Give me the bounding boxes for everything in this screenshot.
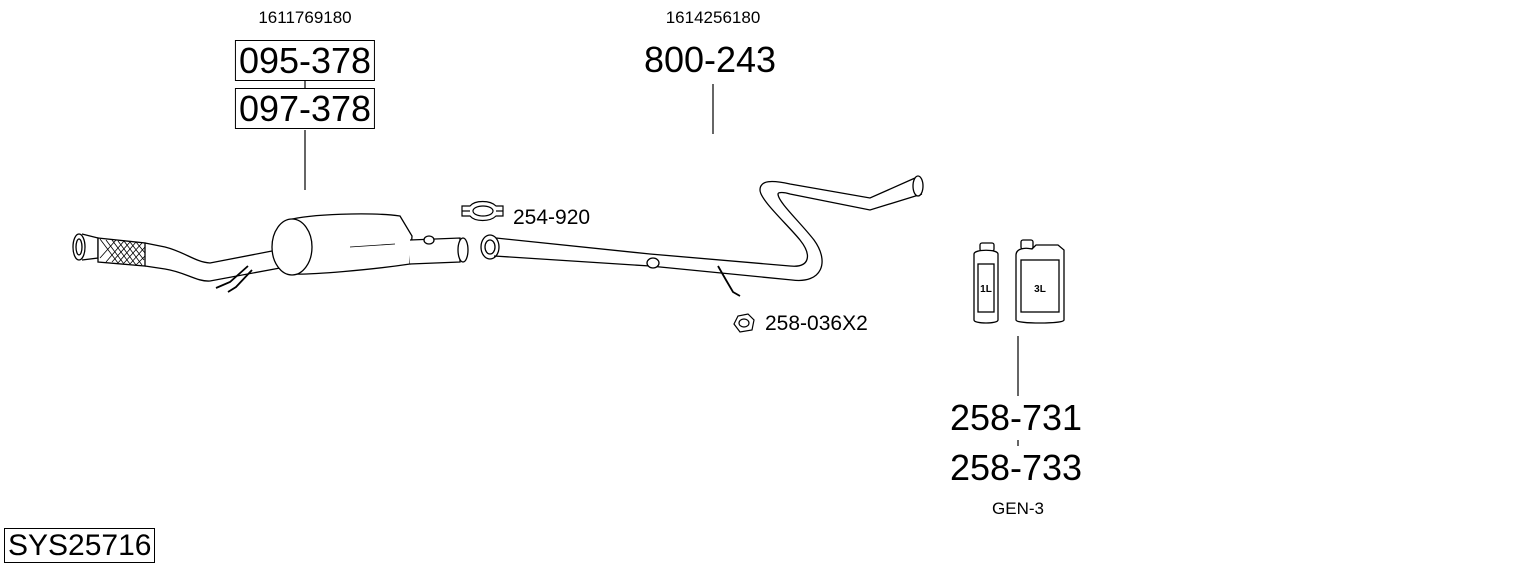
fluid-container-3l-icon bbox=[1015, 239, 1065, 324]
part-number-dpf-a: 095-378 bbox=[234, 40, 376, 81]
oem-ref-middle-pipe: 1614256180 bbox=[665, 8, 761, 27]
container-3l-label: 3L bbox=[1034, 284, 1046, 295]
part-number-dpf-b: 097-378 bbox=[234, 88, 376, 129]
nut-icon bbox=[733, 313, 755, 333]
system-id: SYS25716 bbox=[4, 528, 156, 563]
part-number-clamp: 254-920 bbox=[513, 206, 591, 229]
part-number-fluid-a: 258-731 bbox=[949, 397, 1083, 438]
clamp-icon bbox=[461, 200, 504, 222]
container-1l-label: 1L bbox=[980, 284, 992, 295]
part-number-middle-pipe: 800-243 bbox=[643, 39, 777, 80]
dpf-canister-icon bbox=[271, 213, 469, 276]
part-number-fluid-b: 258-733 bbox=[949, 447, 1083, 488]
front-pipe-icon bbox=[72, 233, 281, 293]
fluid-type-label: GEN-3 bbox=[992, 499, 1044, 518]
middle-pipe-icon bbox=[480, 175, 924, 297]
part-number-nut: 258-036X2 bbox=[765, 312, 868, 335]
oem-ref-dpf: 1611769180 bbox=[258, 8, 352, 27]
fluid-container-1l-icon bbox=[973, 242, 999, 324]
